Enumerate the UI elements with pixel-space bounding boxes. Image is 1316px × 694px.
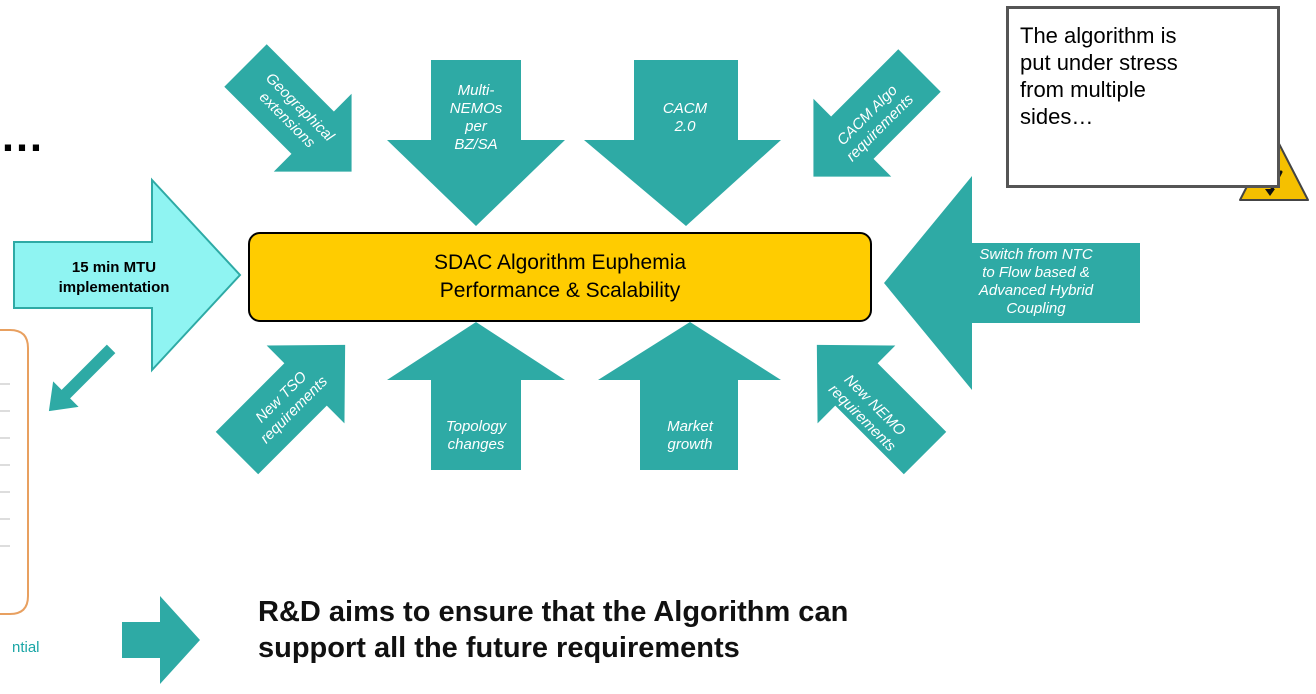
pointer-arrow <box>48 344 116 412</box>
topology-arrow <box>387 322 565 470</box>
market-arrow <box>598 322 781 470</box>
mtu-arrow <box>13 177 242 373</box>
cacm20-arrow-label: CACM 2.0 <box>662 100 708 135</box>
conclusion-text: R&D aims to ensure that the Algorithm ca… <box>258 596 849 664</box>
multi-nemo-arrow <box>387 60 565 226</box>
multi-nemo-arrow-label: Multi- NEMOs per BZ/SA <box>449 82 503 153</box>
title-ellipsis-fragment: … <box>0 112 44 161</box>
stress-callout-box <box>1006 6 1280 188</box>
core-algorithm-box: SDAC Algorithm Euphemia Performance & Sc… <box>248 232 872 322</box>
right-arrow-icon <box>122 596 200 684</box>
cacm-algo-arrow <box>813 49 941 177</box>
market-arrow-label: Market growth <box>667 418 713 453</box>
new-nemo-arrow <box>816 344 947 475</box>
switch-arrow <box>884 176 1140 390</box>
left-panel-border <box>0 329 29 615</box>
left-panel-ticks <box>0 383 10 547</box>
stress-callout-text: The algorithm is put under stress from m… <box>1020 23 1178 129</box>
switch-arrow-label: Switch from NTC to Flow based & Advanced… <box>978 246 1094 317</box>
geo-arrow <box>224 44 352 172</box>
cacm20-arrow <box>584 60 781 226</box>
topology-arrow-label: Topology changes <box>445 418 507 453</box>
partial-caption-fragment: ntial <box>12 639 40 656</box>
new-tso-arrow <box>215 344 346 475</box>
core-algorithm-title: SDAC Algorithm Euphemia Performance & Sc… <box>433 251 687 302</box>
mtu-arrow-label: 15 min MTU implementation <box>58 259 170 296</box>
